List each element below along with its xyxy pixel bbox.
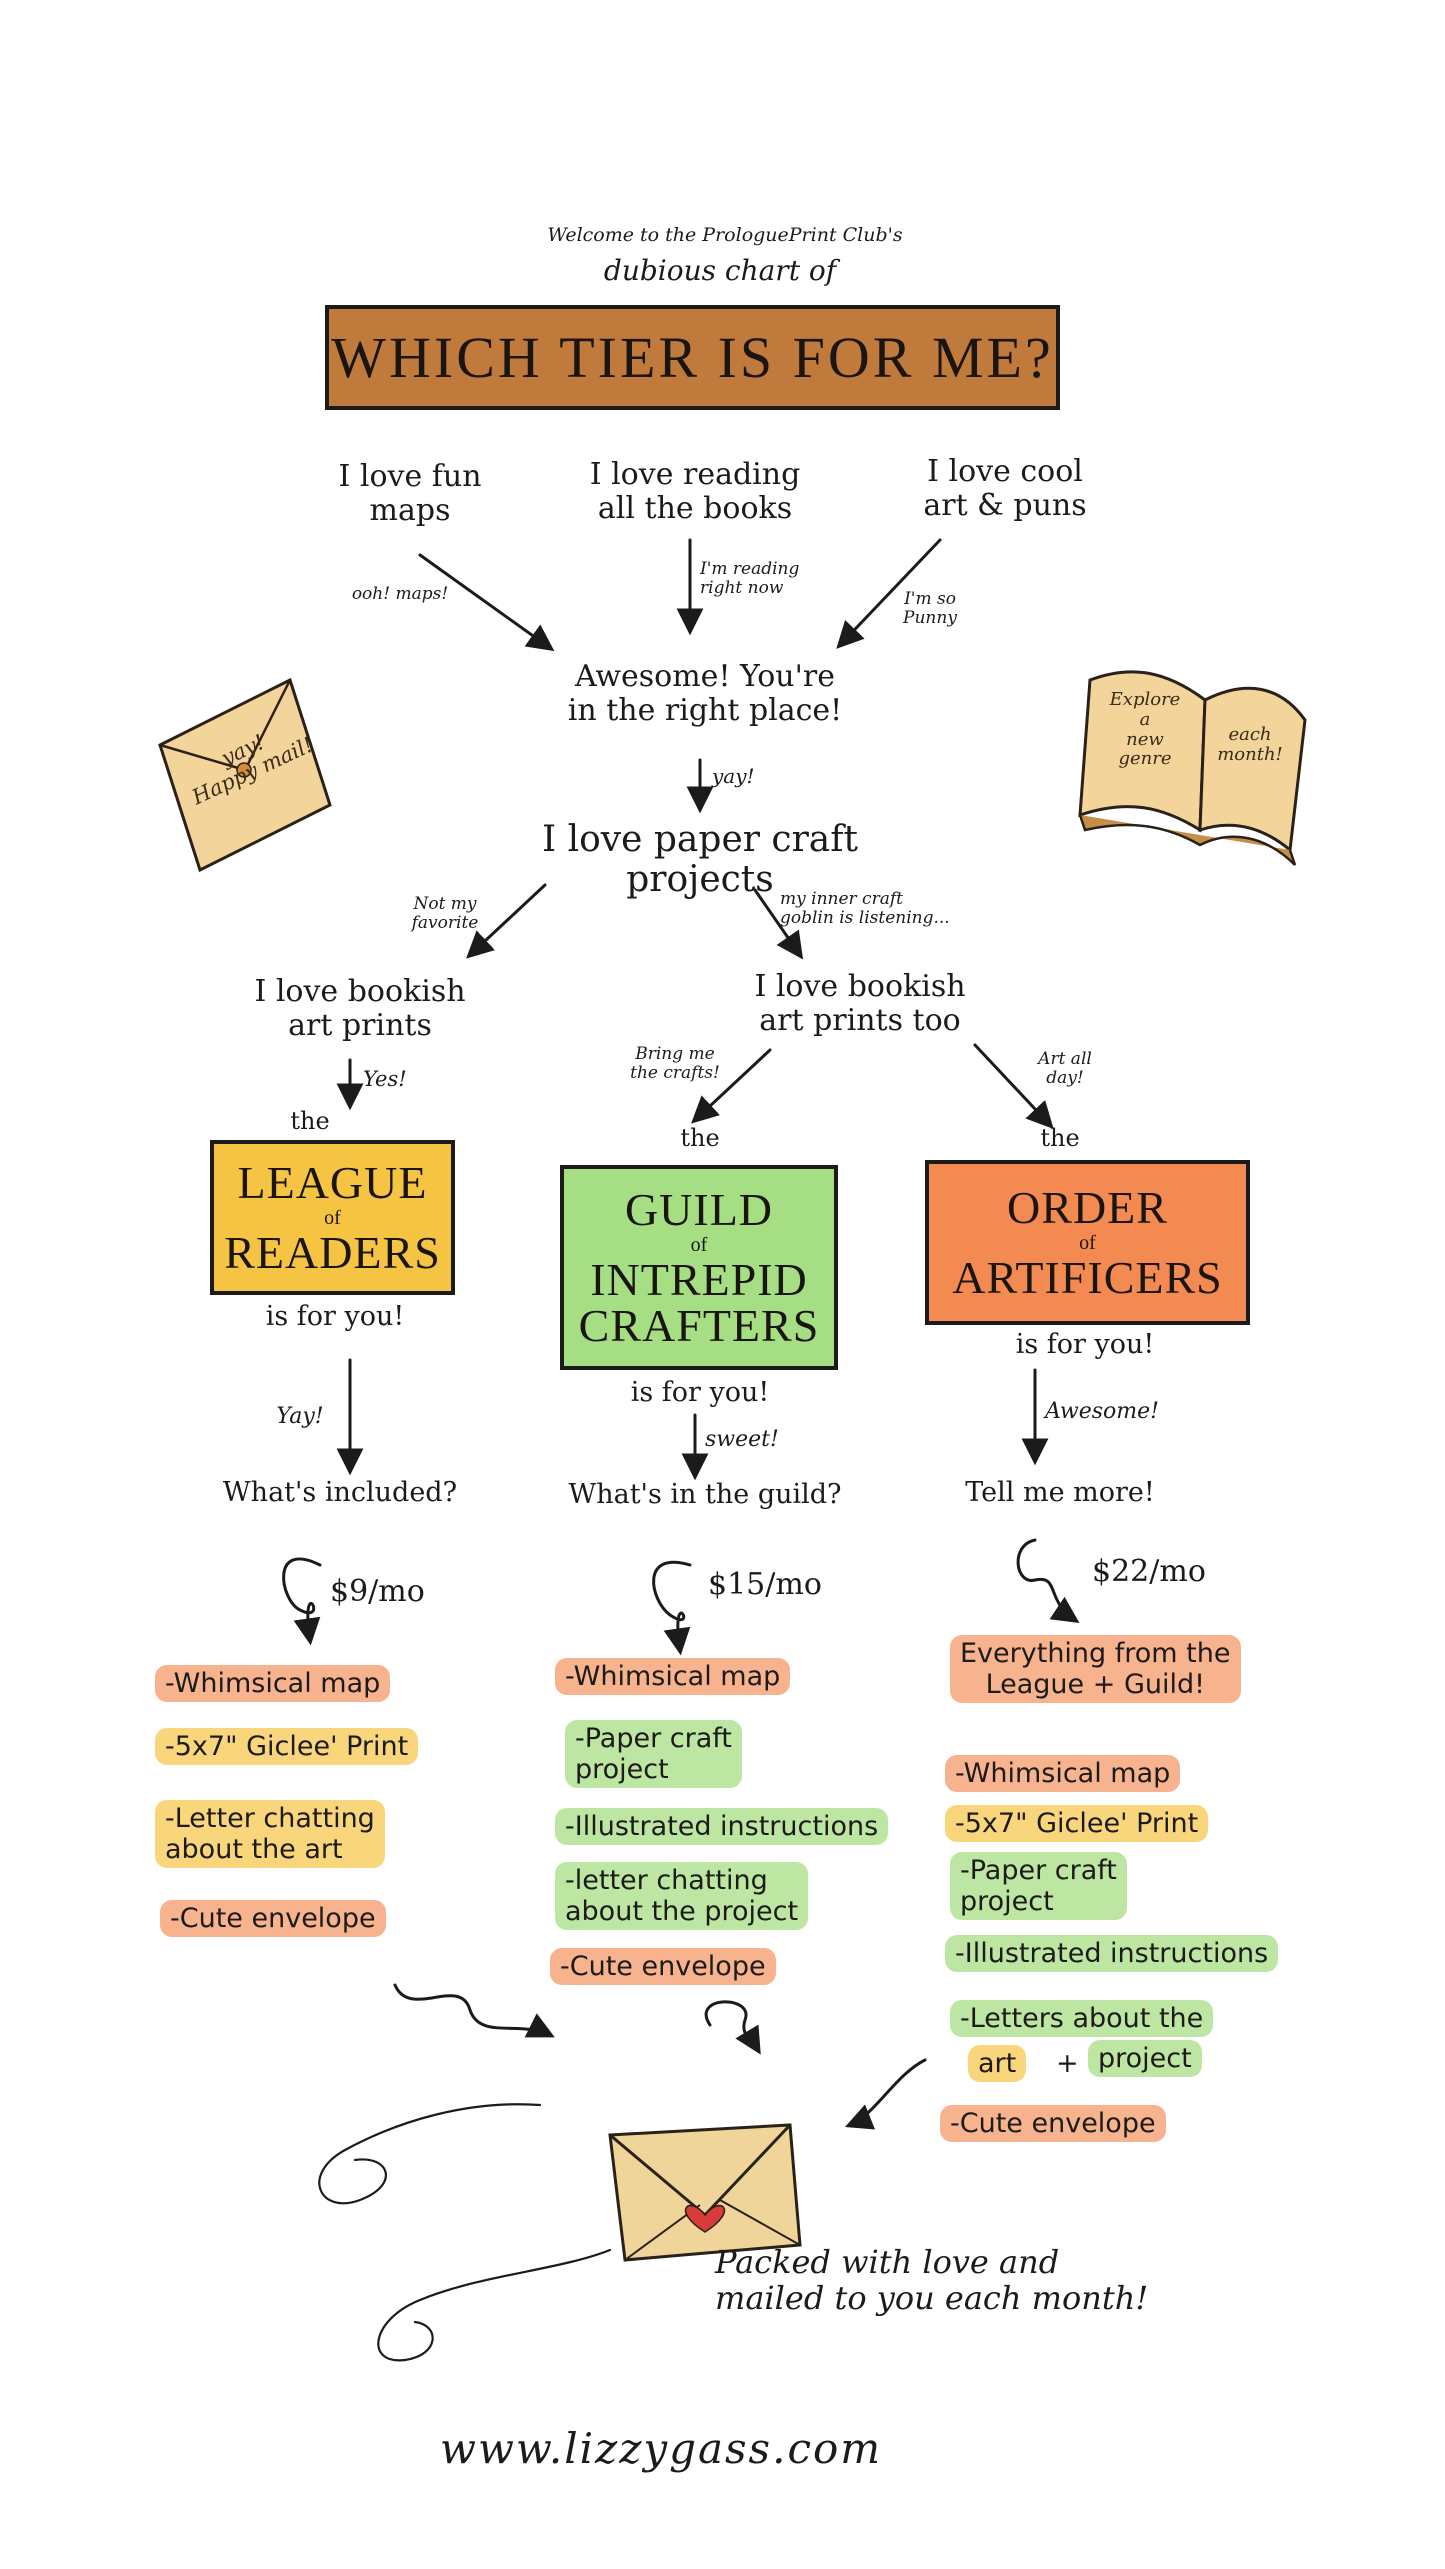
tier-box-guild-of-intrepid-crafters: GUILD of INTREPID CRAFTERS — [560, 1165, 838, 1370]
node-right-art-prints: I love bookish art prints too — [754, 969, 966, 1038]
tier-box-order-of-artificers: ORDER of ARTIFICERS — [925, 1160, 1250, 1325]
label-yay-league: Yay! — [276, 1404, 324, 1429]
for-you-order: is for you! — [1015, 1329, 1155, 1360]
tier-name-artificers: ARTIFICERS — [952, 1251, 1223, 1303]
label-yay: yay! — [712, 764, 755, 788]
label-so-punny: I'm so Punny — [903, 589, 957, 629]
for-you-guild: is for you! — [630, 1377, 770, 1408]
swirl-to-envelope-left — [393, 1983, 555, 2038]
decor-swirl-left — [318, 2103, 542, 2205]
the-label-league: the — [290, 1107, 330, 1135]
question-league: What's included? — [222, 1477, 458, 1508]
arrow-maps-to-awesome — [418, 553, 555, 652]
chart-subtitle: dubious chart of — [603, 254, 837, 287]
label-reading-now: I'm reading right now — [700, 559, 800, 599]
league-item-letter: -Letter chatting about the art — [155, 1800, 385, 1869]
order-item-everything: Everything from the League + Guild! — [950, 1635, 1241, 1704]
swirl-to-envelope-right — [844, 2058, 927, 2130]
arrow-right-to-guild — [691, 1048, 772, 1124]
node-left-art-prints: I love bookish art prints — [254, 974, 466, 1043]
guild-item-envelope: -Cute envelope — [550, 1948, 776, 1986]
swirl-arrow-order — [1016, 1538, 1080, 1623]
guild-item-letter: -letter chatting about the project — [555, 1862, 809, 1931]
arrow-art-to-awesome — [836, 538, 942, 649]
order-item-project: project — [1088, 2040, 1202, 2078]
option-books: I love reading all the books — [589, 457, 801, 526]
footer-url[interactable]: www.lizzygass.com — [440, 2424, 883, 2473]
happy-mail-sticker — [158, 677, 332, 873]
price-guild: $15/mo — [708, 1567, 822, 1602]
question-order: Tell me more! — [965, 1477, 1155, 1508]
title-banner: WHICH TIER IS FOR ME? — [325, 305, 1060, 410]
swirl-arrow-league — [282, 1557, 322, 1646]
arrow-paper-to-right — [753, 888, 804, 960]
the-label-order: the — [1040, 1124, 1080, 1152]
welcome-text: Welcome to the ProloguePrint Club's — [547, 224, 903, 246]
swirl-to-envelope-middle — [704, 2000, 761, 2055]
price-league: $9/mo — [330, 1574, 425, 1609]
question-guild: What's in the guild? — [568, 1479, 842, 1510]
node-awesome: Awesome! You're in the right place! — [567, 659, 843, 728]
swirl-arrow-guild — [652, 1560, 692, 1656]
tier-name-crafters: CRAFTERS — [578, 1299, 820, 1351]
tier-of-league: of — [324, 1206, 341, 1229]
league-item-print: -5x7" Giclee' Print — [155, 1728, 419, 1766]
order-item-print: -5x7" Giclee' Print — [945, 1805, 1209, 1843]
arrow-paper-to-left — [466, 883, 547, 959]
league-item-map: -Whimsical map — [155, 1665, 391, 1703]
the-label-guild: the — [680, 1124, 720, 1152]
guild-item-paper-craft: -Paper craft project — [565, 1720, 742, 1789]
league-item-envelope: -Cute envelope — [160, 1900, 386, 1938]
label-bring-crafts: Bring me the crafts! — [630, 1044, 720, 1084]
order-item-instructions: -Illustrated instructions — [945, 1935, 1279, 1973]
packed-with-love-text: Packed with love and mailed to you each … — [715, 2243, 1149, 2317]
arrow-right-to-order — [973, 1043, 1054, 1129]
tier-name-league: LEAGUE — [237, 1156, 428, 1208]
open-book-sticker — [1078, 670, 1307, 866]
tier-of-order: of — [1079, 1231, 1096, 1254]
label-yes: Yes! — [363, 1067, 407, 1091]
order-item-letters: -Letters about the — [950, 2000, 1214, 2038]
label-craft-goblin: my inner craft goblin is listening... — [780, 889, 950, 929]
tier-name-guild: GUILD — [624, 1183, 774, 1235]
sticker-explore-genre-text: Explore a new genre — [1109, 689, 1181, 770]
tier-box-league-of-readers: LEAGUE of READERS — [210, 1140, 455, 1295]
order-item-paper-craft: -Paper craft project — [950, 1852, 1127, 1921]
sticker-each-month-text: each month! — [1217, 724, 1283, 765]
label-awesome-order: Awesome! — [1045, 1399, 1160, 1424]
tier-name-readers: READERS — [224, 1226, 441, 1278]
label-ooh-maps: ooh! maps! — [351, 584, 449, 604]
mail-envelope-illustration — [608, 2123, 802, 2262]
decor-swirl-bottom — [377, 2248, 612, 2362]
label-sweet: sweet! — [705, 1427, 779, 1452]
tier-name-intrepid: INTREPID — [590, 1253, 808, 1305]
option-art: I love cool art & puns — [923, 454, 1087, 523]
label-not-my-favorite: Not my favorite — [411, 894, 479, 934]
order-item-map: -Whimsical map — [945, 1755, 1181, 1793]
price-order: $22/mo — [1092, 1554, 1206, 1589]
order-item-envelope: -Cute envelope — [940, 2105, 1166, 2143]
guild-item-map: -Whimsical map — [555, 1658, 791, 1696]
node-paper-craft: I love paper craft projects — [541, 819, 859, 901]
order-item-plus: + — [1056, 2048, 1079, 2079]
option-maps: I love fun maps — [338, 459, 482, 528]
order-item-art: art — [968, 2045, 1027, 2083]
label-art-all-day: Art all day! — [1038, 1049, 1092, 1089]
for-you-league: is for you! — [265, 1301, 405, 1332]
tier-name-order: ORDER — [1007, 1181, 1168, 1233]
guild-item-instructions: -Illustrated instructions — [555, 1808, 889, 1846]
tier-of-guild: of — [690, 1233, 708, 1256]
